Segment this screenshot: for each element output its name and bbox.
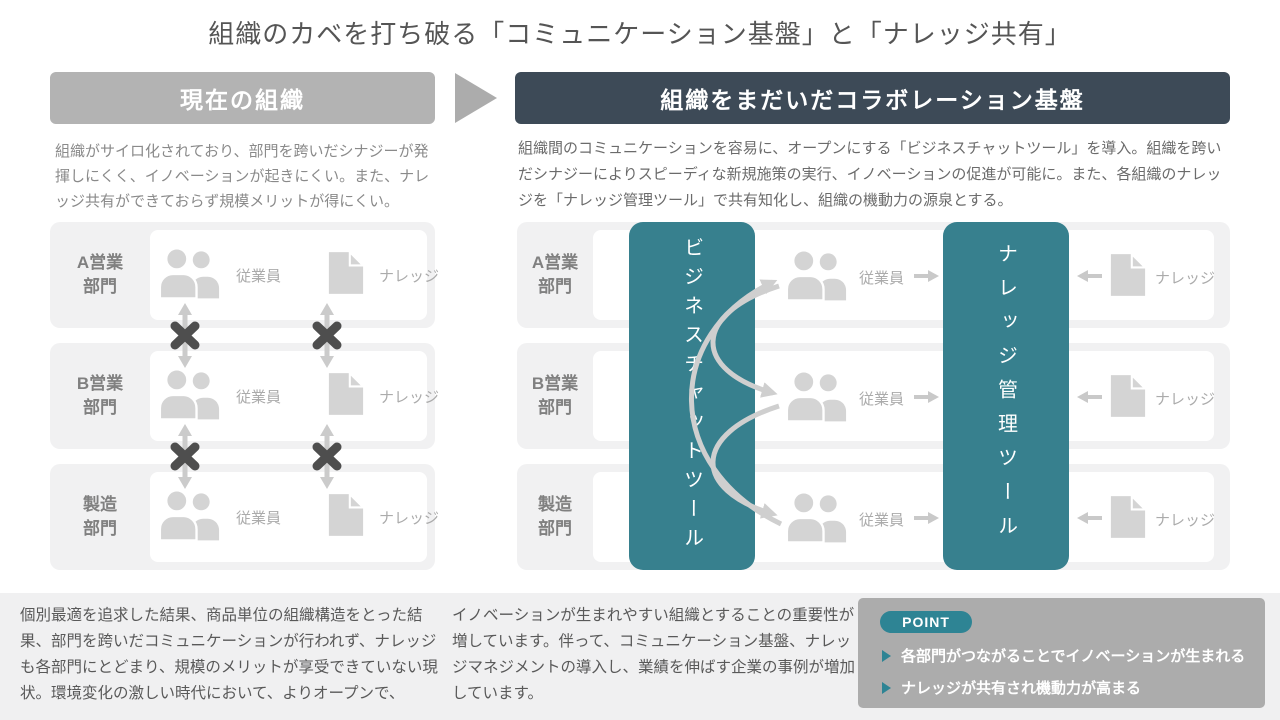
- footer-band: 個別最適を追求した結果、商品単位の組織構造をとった結果、部門を跨いだコミュニケー…: [0, 593, 1280, 720]
- point-badge: POINT: [880, 611, 972, 633]
- current-organization-header: 現在の組織: [50, 72, 435, 124]
- document-icon: [1110, 251, 1148, 296]
- arrow-left-icon: [1077, 270, 1102, 282]
- collaboration-platform-header-label: 組織をまだいだコラボレーション基盤: [660, 87, 1085, 113]
- dept-label: A営業 部門: [531, 253, 579, 296]
- business-chat-tool-label: ビジネスチャットツール: [680, 236, 703, 556]
- employee-label: 従業員: [236, 267, 282, 285]
- dept-label: 製造 部門: [83, 495, 117, 538]
- knowledge-label: ナレッジ: [379, 388, 440, 406]
- business-chat-tool-bar: ビジネスチャットツール: [629, 222, 755, 570]
- knowledge-label: ナレッジ: [1155, 512, 1216, 529]
- knowledge-label: ナレッジ: [1155, 391, 1216, 408]
- collaboration-platform-diagram: A営業 部門 B営業 部門 製造 部門: [517, 222, 1230, 570]
- bullet-triangle-icon: [882, 681, 891, 694]
- employees-icon: [158, 247, 220, 300]
- footer-paragraph-left: 個別最適を追求した結果、商品単位の組織構造をとった結果、部門を跨いだコミュニケー…: [20, 607, 438, 702]
- employee-label: 従業員: [236, 509, 282, 527]
- page-title: 組織のカベを打ち破る「コミュニケーション基盤」と「ナレッジ共有」: [208, 19, 1072, 49]
- dept-label: B営業 部門: [76, 374, 124, 417]
- document-icon: [328, 370, 366, 415]
- knowledge-management-tool-bar: ナレッジ管理ツール: [943, 222, 1069, 570]
- dept-label: B営業 部門: [531, 374, 579, 417]
- employees-icon: [785, 370, 847, 423]
- dept-label: A営業 部門: [76, 253, 124, 296]
- arrow-right-icon: [914, 270, 939, 282]
- bullet-triangle-icon: [882, 649, 891, 662]
- knowledge-label: ナレッジ: [379, 509, 440, 527]
- dept-row-manufacturing: 製造 部門 従業員 ナレッジ: [50, 464, 439, 570]
- arrow-right-icon: [914, 391, 939, 403]
- current-organization-description: 組織がサイロ化されており、部門を跨いだシナジーが発揮しにくく、イノベーションが起…: [55, 143, 430, 210]
- dept-content: 従業員 ナレッジ: [150, 351, 439, 441]
- document-icon: [328, 249, 366, 294]
- collaboration-platform-header: 組織をまだいだコラボレーション基盤: [515, 72, 1230, 124]
- collaboration-platform-description: 組織間のコミュニケーションを容易に、オープンにする「ビジネスチャットツール」を導…: [518, 140, 1222, 209]
- point-bullet: ナレッジが共有され機動力が高まる: [882, 677, 1141, 698]
- footer-paragraph-middle: イノベーションが生まれやすい組織とすることの重要性が増しています。伴って、コミュ…: [452, 607, 856, 702]
- arrow-left-icon: [1077, 512, 1102, 524]
- dept-row-a-sales: A営業 部門 従業員 ナレッジ: [50, 222, 439, 328]
- document-icon: [1110, 493, 1148, 538]
- point-box: POINT 各部門がつながることでイノベーションが生まれる ナレッジが共有され機…: [858, 598, 1265, 708]
- employee-label: 従業員: [859, 391, 905, 408]
- current-organization-diagram: A営業 部門 従業員 ナレッジ B営業 部門: [50, 222, 439, 570]
- employees-icon: [158, 368, 220, 421]
- point-bullet: 各部門がつながることでイノベーションが生まれる: [882, 645, 1245, 666]
- dept-content: 従業員 ナレッジ: [150, 472, 439, 562]
- employees-icon: [785, 491, 847, 544]
- dept-label: 製造 部門: [538, 495, 572, 538]
- arrow-right-icon: [914, 512, 939, 524]
- current-organization-header-label: 現在の組織: [180, 87, 305, 113]
- arrow-left-icon: [1077, 391, 1102, 403]
- employee-label: 従業員: [236, 388, 282, 406]
- dept-content: 従業員 ナレッジ: [150, 230, 439, 320]
- dept-row-b-sales: B営業 部門 従業員 ナレッジ: [50, 343, 439, 449]
- knowledge-label: ナレッジ: [1155, 270, 1216, 287]
- knowledge-label: ナレッジ: [379, 267, 440, 285]
- employee-label: 従業員: [859, 512, 905, 529]
- knowledge-management-tool-label: ナレッジ管理ツール: [994, 243, 1017, 549]
- employee-label: 従業員: [859, 270, 905, 287]
- document-icon: [328, 491, 366, 536]
- employees-icon: [785, 249, 847, 302]
- document-icon: [1110, 372, 1148, 417]
- employees-icon: [158, 489, 220, 542]
- transition-arrow-icon: [455, 73, 497, 123]
